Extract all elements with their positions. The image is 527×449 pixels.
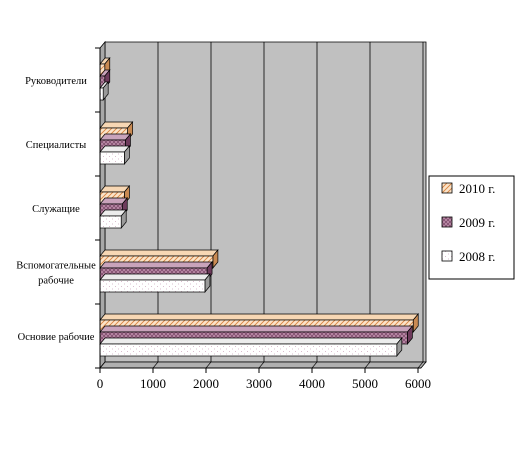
- category-label-line: Специалисты: [26, 140, 86, 151]
- legend-swatch-1: [441, 216, 453, 228]
- x-axis-ticks: 0 1000 2000 3000 4000 5000 6000: [97, 368, 431, 391]
- floor-line-2: [205, 361, 212, 369]
- legend-label-1: 2009 г.: [459, 215, 495, 230]
- x-tick-label-5: 5000: [352, 376, 378, 391]
- category-label-1: Специалисты: [26, 140, 86, 151]
- legend-item-2: 2008 г.: [441, 249, 495, 264]
- bar-front-face: [99, 279, 206, 293]
- bar-front-face: [99, 151, 125, 165]
- category-label-3: Вспомогательные рабочие: [16, 261, 96, 287]
- y-axis-ticks: [95, 47, 100, 369]
- category-label-line: Вспомогательные: [16, 261, 96, 272]
- axes: 0 1000 2000 3000 4000 5000 6000: [95, 47, 431, 391]
- bar-1-2: [99, 145, 131, 165]
- legend-label-0: 2010 г.: [459, 181, 495, 196]
- legend-item-0: 2010 г.: [441, 181, 495, 196]
- category-label-line: Руководители: [25, 76, 87, 87]
- floor-line-5: [364, 361, 371, 369]
- legend-label-2: 2008 г.: [459, 249, 495, 264]
- category-label-line: Основие рабочие: [18, 332, 95, 343]
- x-tick-label-2: 2000: [193, 376, 219, 391]
- bar-top-face: [99, 249, 219, 257]
- floor-line-6: [417, 361, 424, 369]
- floor-line-1: [152, 361, 159, 369]
- floor-line-3: [258, 361, 265, 369]
- category-label-2: Служащие: [32, 204, 80, 215]
- legend: 2010 г. 2009 г. 2008 г.: [428, 175, 515, 280]
- legend-swatch-2: [441, 250, 453, 262]
- category-label-0: Руководители: [25, 76, 87, 87]
- legend-items: 2010 г. 2009 г. 2008 г.: [441, 181, 495, 264]
- x-tick-label-0: 0: [97, 376, 104, 391]
- x-tick-label-3: 3000: [246, 376, 272, 391]
- bar-top-face: [99, 325, 414, 333]
- category-label-line: рабочие: [38, 276, 74, 287]
- floor-line-4: [311, 361, 318, 369]
- legend-item-1: 2009 г.: [441, 215, 495, 230]
- x-tick-label-1: 1000: [140, 376, 166, 391]
- bar-4-2: [99, 337, 403, 357]
- bar-3-2: [99, 273, 211, 293]
- bar-front-face: [99, 343, 398, 357]
- legend-swatch-0: [441, 182, 453, 194]
- x-tick-label-4: 4000: [299, 376, 325, 391]
- bar-top-face: [99, 273, 211, 281]
- bar-top-face: [99, 261, 213, 269]
- bar-series-group: [99, 57, 419, 357]
- category-label-line: Служащие: [32, 204, 80, 215]
- category-label-4: Основие рабочие: [18, 332, 95, 343]
- gridlines: [152, 42, 424, 369]
- x-tick-label-6: 6000: [405, 376, 431, 391]
- category-labels: РуководителиСпециалистыСлужащиеВспомогат…: [16, 76, 96, 343]
- bar-top-face: [99, 313, 419, 321]
- bar-top-face: [99, 121, 134, 129]
- bar-top-face: [99, 337, 403, 345]
- bar-2-2: [99, 209, 127, 229]
- bar-front-face: [99, 215, 122, 229]
